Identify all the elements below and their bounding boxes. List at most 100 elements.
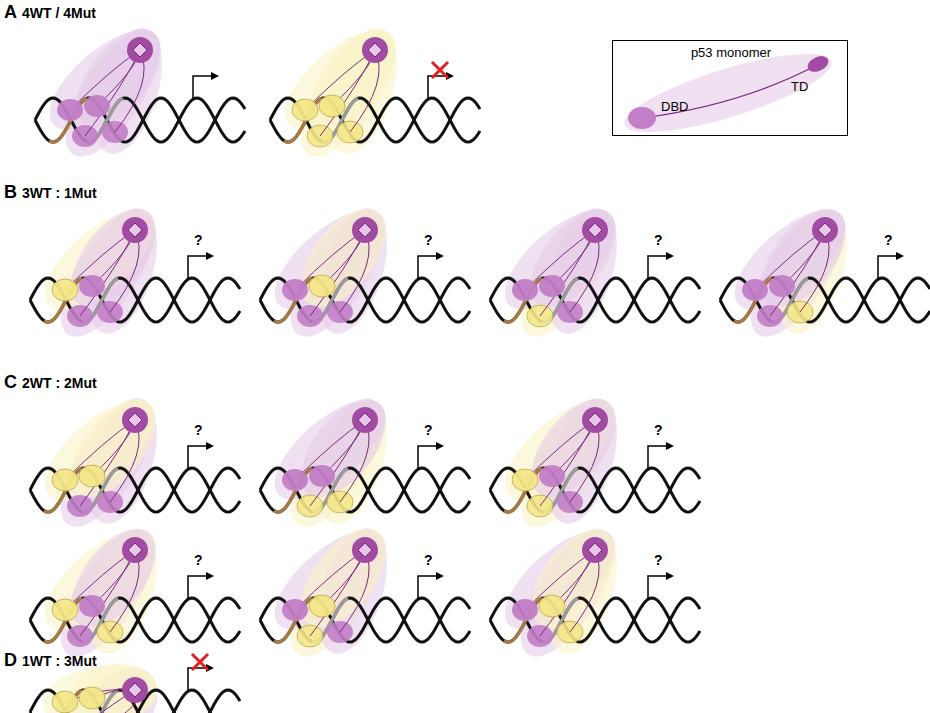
tetramerization-domain	[128, 223, 142, 237]
arrow-head	[211, 72, 219, 80]
question-mark: ?	[654, 552, 663, 568]
dbd-domain	[57, 99, 83, 121]
tetramerization-domain	[588, 413, 602, 427]
tetramerization-domain	[582, 537, 608, 563]
subunit-halo	[259, 193, 401, 327]
linker-line	[310, 230, 365, 316]
transcription-arrow	[418, 446, 438, 470]
tetramerization-domain	[818, 223, 832, 237]
dbd-domain	[52, 691, 78, 713]
tetramerization-domain	[805, 53, 831, 75]
dbd-domain	[79, 465, 105, 487]
transcription-arrow	[648, 576, 668, 600]
linker-line	[642, 66, 815, 118]
tetramerization-domain	[352, 537, 378, 563]
panel-letter: A	[4, 2, 17, 23]
tetramerization-domain	[128, 543, 142, 557]
tetramerization-domain	[127, 37, 153, 63]
inset-title: p53 monomer	[691, 45, 771, 60]
dna-strand	[270, 98, 480, 142]
question-mark: ?	[424, 552, 433, 568]
linker-line	[320, 50, 375, 136]
dbd-domain	[769, 275, 795, 297]
question-mark: ?	[194, 552, 203, 568]
dna-strand	[490, 468, 700, 512]
dna-strand	[260, 278, 470, 322]
dbd-domain	[292, 99, 318, 121]
transcription-arrow	[418, 576, 438, 600]
subunit-halo	[489, 383, 631, 517]
dna-strand	[35, 98, 245, 142]
dbd-domain	[79, 275, 105, 297]
subunit-halo	[719, 193, 861, 327]
monomer-halo	[618, 38, 839, 147]
dbd-domain	[282, 469, 308, 491]
dbd-domain	[282, 279, 308, 301]
inset-box: p53 monomerTD DBD	[612, 40, 848, 136]
subunit-halo	[29, 383, 171, 517]
arrow-head	[666, 572, 674, 580]
tetramerization-domain	[122, 677, 148, 703]
panel-heading: 2WT : 2Mut	[22, 375, 97, 391]
domain-label: DBD	[661, 99, 688, 114]
linker-line	[770, 230, 825, 316]
question-mark: ?	[654, 232, 663, 248]
dna-strand	[30, 278, 240, 322]
dna-strand	[490, 278, 700, 322]
transcription-arrow	[188, 668, 208, 692]
dna-strand	[260, 598, 470, 642]
dbd-domain	[52, 279, 78, 301]
dna-strand	[720, 278, 930, 322]
dbd-domain	[539, 465, 565, 487]
dna-strand	[270, 98, 480, 142]
panel-letter: C	[4, 372, 17, 393]
question-mark: ?	[424, 422, 433, 438]
linker-line	[310, 550, 365, 636]
transcription-arrow	[193, 76, 213, 100]
dna-strand	[490, 468, 700, 512]
arrow-head	[666, 252, 674, 260]
domain-label: TD	[791, 79, 808, 94]
question-mark: ?	[884, 232, 893, 248]
dna-strand	[30, 278, 240, 322]
dbd-domain	[628, 107, 656, 129]
dbd-domain	[52, 469, 78, 491]
arrow-head	[436, 572, 444, 580]
tetramerization-domain	[122, 537, 148, 563]
arrow-head	[896, 252, 904, 260]
subunit-halo	[259, 383, 401, 517]
subunit-halo	[34, 13, 176, 147]
dbd-domain	[79, 595, 105, 617]
tetramerization-domain	[122, 217, 148, 243]
dbd-domain	[539, 275, 565, 297]
tetramerization-domain	[128, 413, 142, 427]
tetramerization-domain	[582, 217, 608, 243]
dna-strand	[260, 278, 470, 322]
linker-line	[80, 420, 135, 506]
tetramerization-domain	[358, 223, 372, 237]
tetramerization-domain	[582, 407, 608, 433]
subunit-halo	[269, 13, 411, 147]
dna-strand	[720, 278, 930, 322]
linker-line	[540, 420, 595, 506]
subunit-halo	[489, 193, 631, 327]
dna-strand	[490, 598, 700, 642]
linker-line	[310, 420, 365, 506]
dbd-domain	[742, 279, 768, 301]
tetramerization-domain	[128, 683, 142, 697]
dbd-domain	[79, 687, 105, 709]
dbd-domain	[319, 95, 345, 117]
panel-letter: D	[4, 650, 17, 671]
question-mark: ?	[654, 422, 663, 438]
linker-line	[80, 550, 135, 636]
transcription-arrow	[188, 446, 208, 470]
tetramerization-domain	[352, 407, 378, 433]
arrow-head	[436, 252, 444, 260]
transcription-arrow	[428, 76, 448, 100]
tetramerization-domain	[588, 223, 602, 237]
arrow-head	[206, 252, 214, 260]
tetramerization-domain	[362, 37, 388, 63]
question-mark: ?	[194, 422, 203, 438]
dna-strand	[30, 598, 240, 642]
arrow-head	[666, 442, 674, 450]
